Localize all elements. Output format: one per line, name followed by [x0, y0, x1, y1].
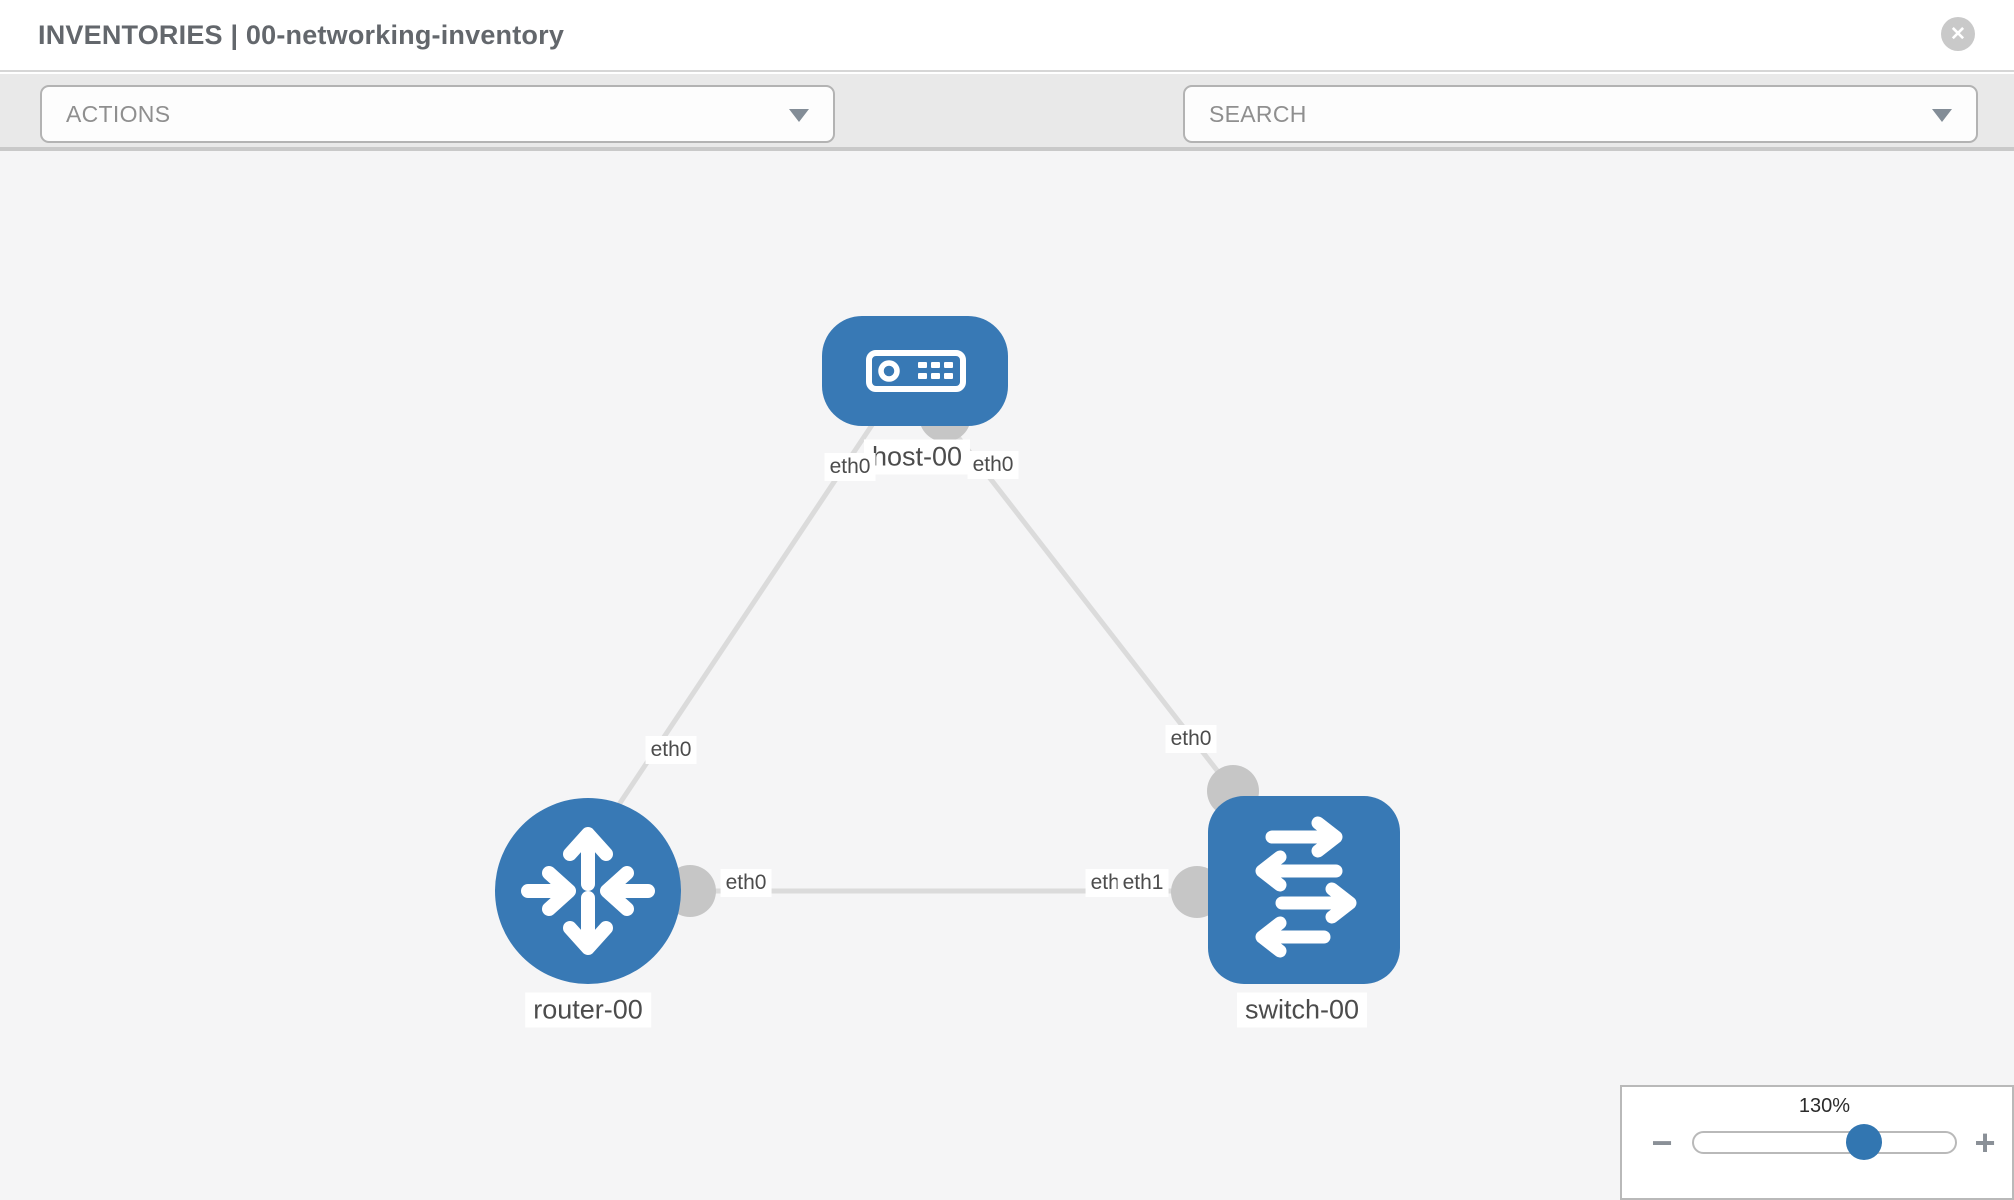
- switch-node-shape[interactable]: [1208, 796, 1400, 984]
- actions-dropdown-label: ACTIONS: [66, 100, 171, 127]
- chevron-down-icon: [789, 109, 809, 122]
- node-label-router: router-00: [525, 992, 651, 1028]
- zoom-percentage: 130%: [1798, 1095, 1851, 1117]
- port-label-host-eth0-right: eth0: [967, 451, 1019, 479]
- zoom-in-button[interactable]: +: [1974, 1122, 1996, 1163]
- host-icon: [866, 350, 966, 392]
- topology-canvas[interactable]: host-00 router-00 switch-00 eth0 eth0 et…: [0, 151, 2014, 1200]
- port-label-host-eth0-left: eth0: [824, 453, 876, 481]
- node-switch-00[interactable]: [1208, 796, 1400, 984]
- node-host-00[interactable]: [822, 316, 1008, 426]
- zoom-slider-track[interactable]: [1692, 1124, 1957, 1160]
- link-host-router[interactable]: [593, 411, 883, 841]
- node-label-host: host-00: [863, 439, 971, 475]
- switch-icon: [1255, 816, 1357, 958]
- router-icon: [521, 827, 655, 955]
- zoom-slider-thumb[interactable]: [1846, 1124, 1882, 1160]
- zoom-out-button[interactable]: −: [1651, 1122, 1673, 1163]
- port-label-switch-eth1: eth1: [1117, 869, 1169, 897]
- close-button[interactable]: ✕: [1941, 17, 1975, 51]
- host-node-shape[interactable]: [822, 316, 1008, 426]
- search-dropdown[interactable]: SEARCH: [1183, 85, 1978, 143]
- port-label-switch-eth0-top: eth0: [1165, 725, 1217, 753]
- zoom-control-panel: 130% − +: [1620, 1085, 2014, 1200]
- close-icon: ✕: [1950, 23, 1966, 45]
- chevron-down-icon: [1932, 109, 1952, 122]
- actions-dropdown[interactable]: ACTIONS: [40, 85, 835, 143]
- node-label-switch: switch-00: [1236, 992, 1368, 1028]
- search-dropdown-label: SEARCH: [1209, 100, 1307, 127]
- page-header: INVENTORIES | 00-networking-inventory ✕: [0, 0, 2014, 72]
- port-label-router-eth0-top: eth0: [645, 736, 697, 764]
- node-router-00[interactable]: [495, 798, 681, 984]
- page-title: INVENTORIES | 00-networking-inventory: [38, 20, 565, 50]
- toolbar: ACTIONS SEARCH: [0, 74, 2014, 206]
- port-label-router-eth0-right: eth0: [720, 869, 772, 897]
